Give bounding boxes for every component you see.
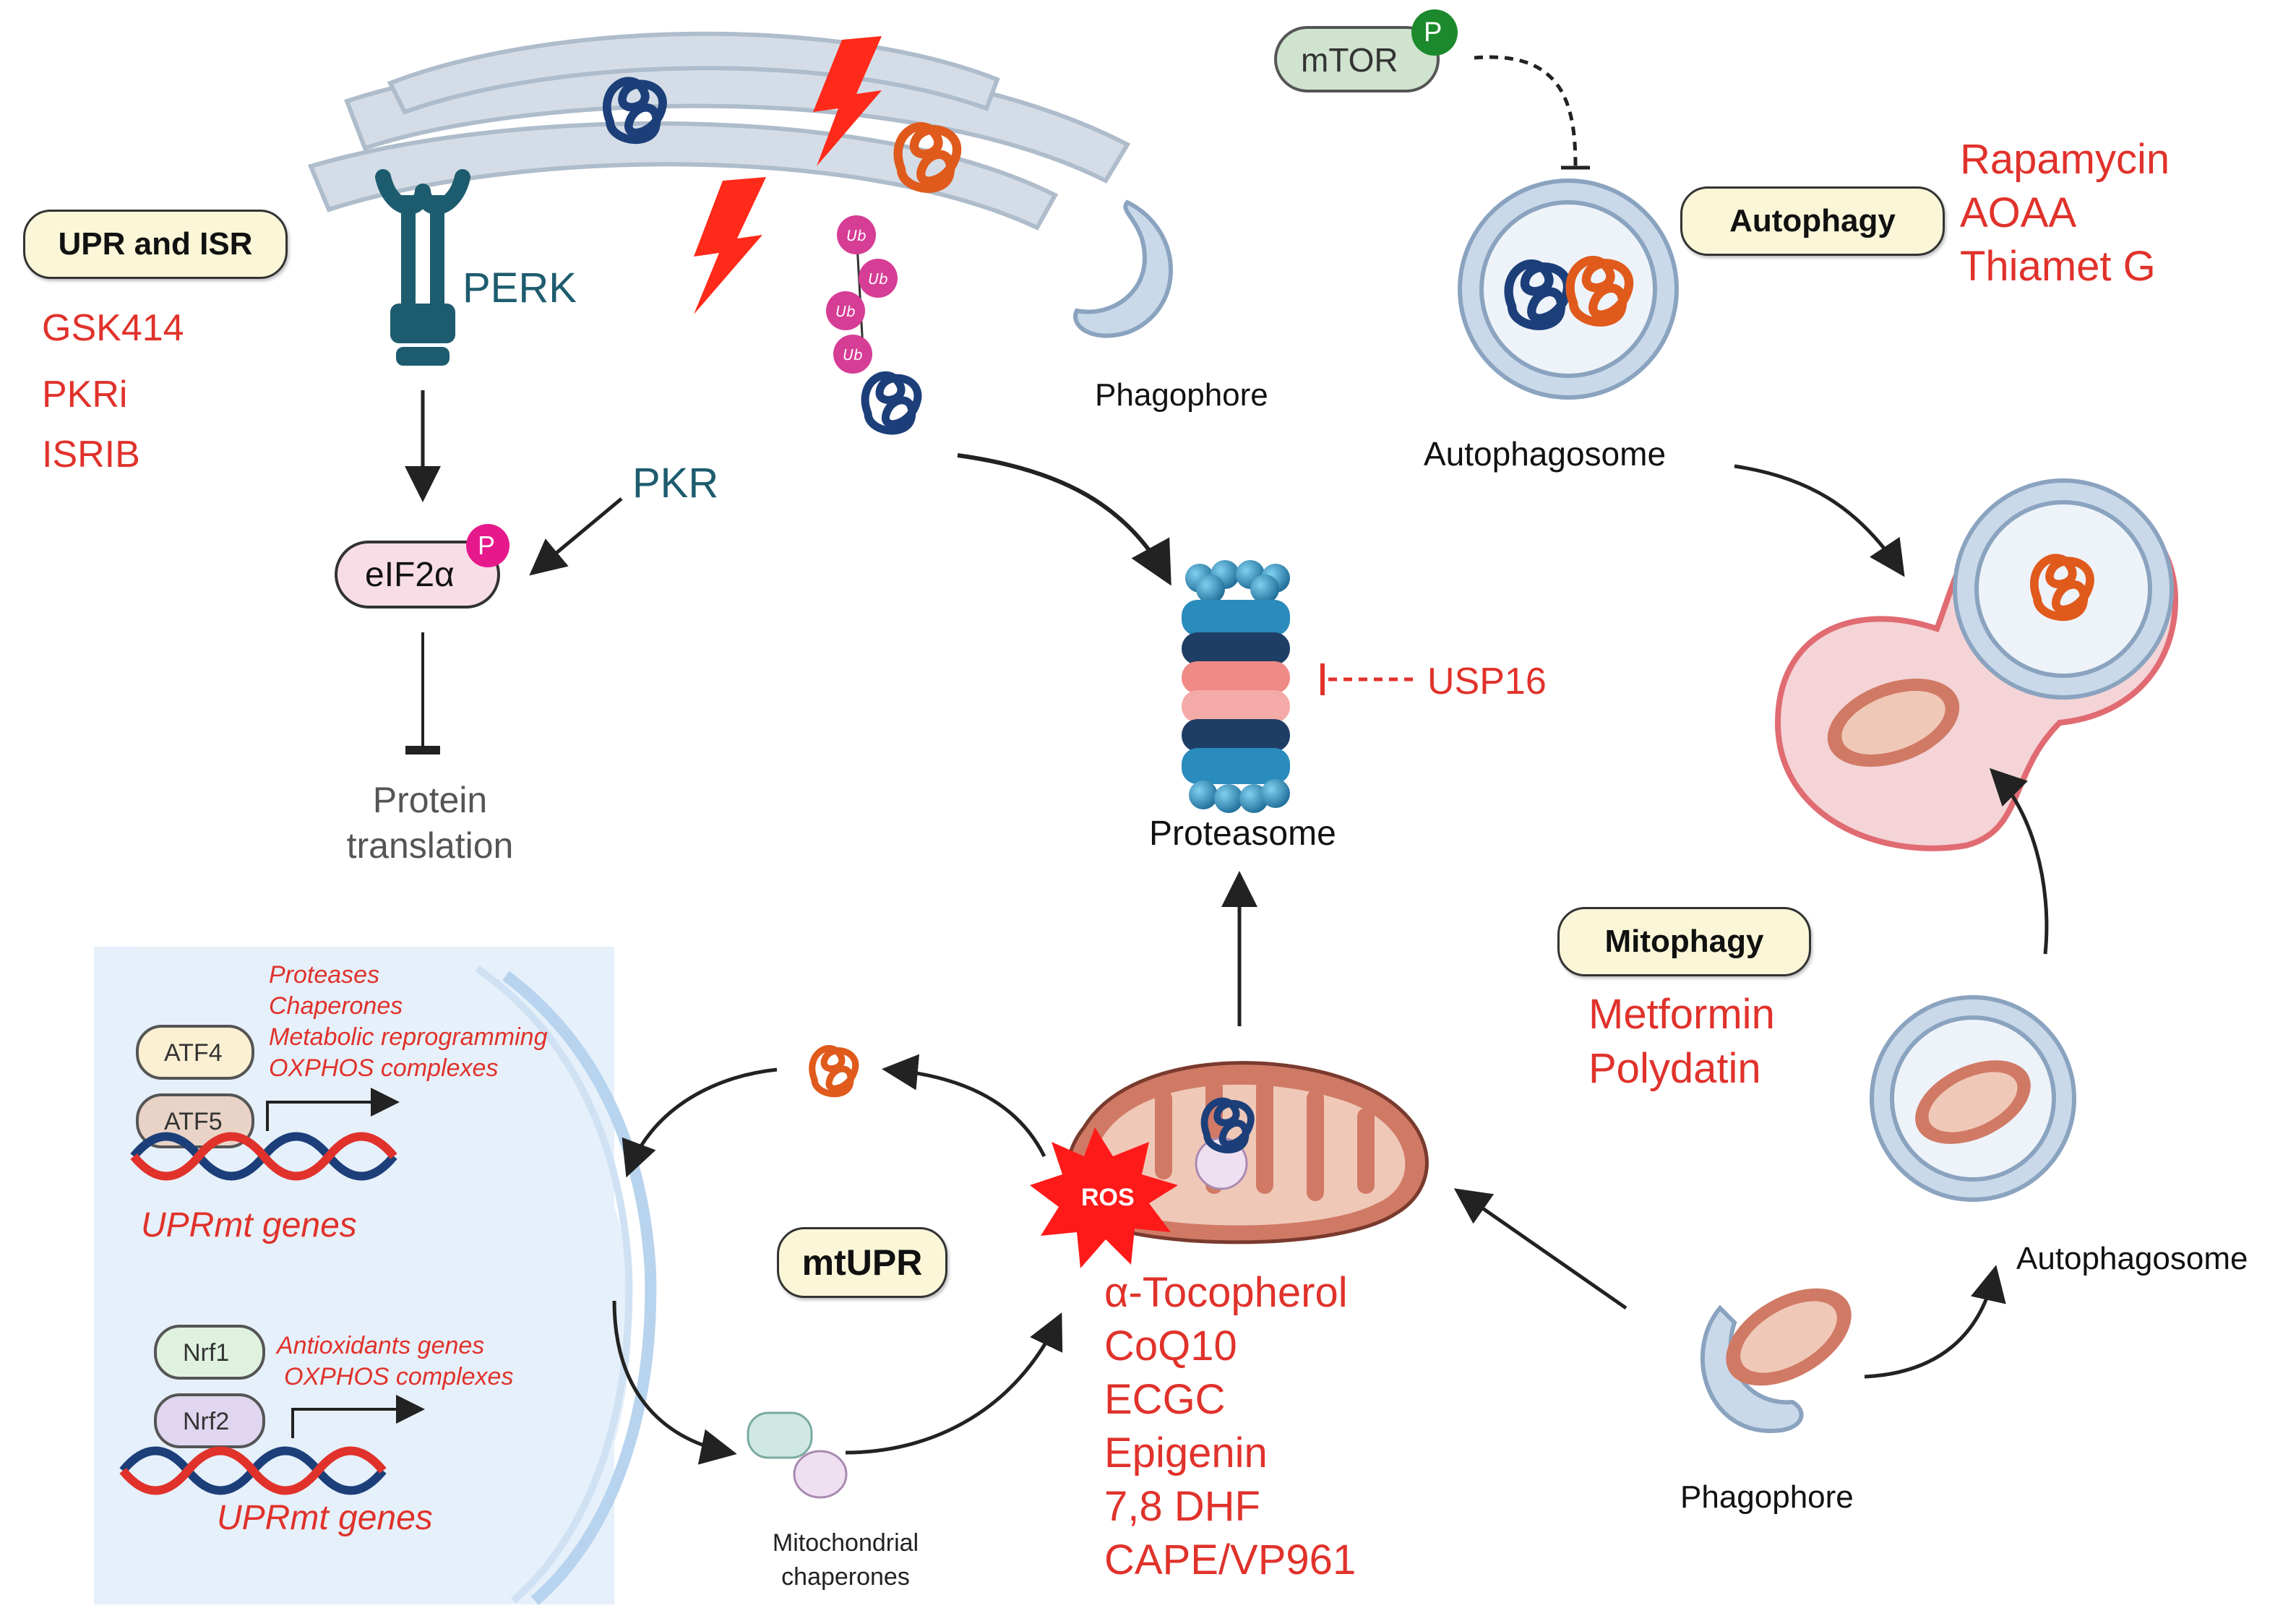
drug-aoaa: AOAA — [1960, 189, 2077, 236]
transcription-arrow — [291, 1395, 425, 1438]
arrow-protein-to-nucleus — [622, 1067, 778, 1178]
transcription-arrow — [266, 1088, 400, 1131]
arrow-phagophore-autophagosome — [1864, 1265, 2006, 1379]
nrf1-box — [154, 1325, 265, 1380]
arrow-pkr-eif2a — [529, 497, 623, 576]
svg-text:Ub: Ub — [846, 227, 866, 244]
proteasome-label: Proteasome — [1149, 814, 1336, 853]
misfolded-protein-icon — [865, 375, 918, 431]
drug-coq10: CoQ10 — [1104, 1323, 1237, 1370]
phagophore-icon — [1073, 199, 1173, 338]
autophagy-label: Autophagy — [1680, 186, 1945, 256]
atf5-label: ATF5 — [164, 1108, 223, 1135]
uprmt-genes-label-2: UPRmt genes — [217, 1499, 433, 1537]
drug-epigenin: Epigenin — [1104, 1429, 1268, 1476]
drug-rapamycin: Rapamycin — [1960, 136, 2170, 183]
usp16-label: USP16 — [1427, 661, 1547, 702]
perk-receptor-icon — [375, 169, 470, 366]
protein-translation-label-2: translation — [346, 825, 514, 866]
mitophagy-label: Mitophagy — [1557, 907, 1811, 976]
drug-78dhf: 7,8 DHF — [1104, 1483, 1260, 1530]
upr-isr-label: UPR and ISR — [23, 210, 288, 279]
phagophore-top-label: Phagophore — [1095, 377, 1268, 413]
autophagosome-top-label: Autophagosome — [1424, 435, 1667, 473]
svg-text:Ub: Ub — [868, 270, 887, 288]
arrow-chaperones-to-mito — [845, 1312, 1063, 1455]
autophagosome-icon — [1458, 179, 1679, 400]
drug-thiamet-g: Thiamet G — [1960, 243, 2156, 290]
proteasome-icon — [1182, 560, 1290, 813]
drug-metformin: Metformin — [1588, 991, 1775, 1038]
drug-isrib: ISRIB — [42, 434, 140, 476]
atf-target-oxphos: OXPHOS complexes — [269, 1054, 499, 1082]
atf-target-metabolic: Metabolic reprogramming — [269, 1023, 548, 1051]
ubiquitin-chain-icon: Ub Ub Ub Ub — [826, 215, 898, 374]
chaperone-icon — [747, 1411, 813, 1459]
mtupr-label: mtUPR — [777, 1227, 947, 1298]
mito-chaperones-label-1: Mitochondrial — [772, 1529, 919, 1557]
mtor-label: mTOR — [1301, 41, 1398, 79]
nrf2-box — [154, 1393, 265, 1448]
svg-text:Ub: Ub — [835, 303, 855, 320]
phagophore-icon — [1700, 1288, 1852, 1434]
pkr-label: PKR — [632, 460, 719, 507]
drug-cape: CAPE/VP961 — [1104, 1536, 1356, 1583]
arrow-nucleus-to-chaperones — [612, 1300, 737, 1465]
autophagosome-right-label: Autophagosome — [2016, 1241, 2248, 1276]
chaperone-icon — [793, 1450, 848, 1499]
misfolded-protein-icon — [812, 1049, 856, 1094]
ros-label: ROS — [1081, 1184, 1135, 1211]
nrf-target-antioxidants: Antioxidants genes — [277, 1332, 485, 1359]
atf-target-chaperones: Chaperones — [269, 992, 403, 1020]
perk-label: PERK — [463, 265, 577, 311]
atf4-box — [136, 1025, 254, 1080]
lightning-icon — [813, 36, 882, 166]
drug-pkri: PKRi — [42, 374, 128, 416]
nrf1-label: Nrf1 — [183, 1339, 230, 1367]
arrow-to-proteasome — [957, 453, 1171, 586]
ros-burst-icon — [1030, 1127, 1178, 1268]
nrf2-label: Nrf2 — [183, 1408, 230, 1435]
autolysosome-icon — [1774, 478, 2179, 851]
atf-target-proteases: Proteases — [269, 961, 380, 989]
dna-helix-icon — [119, 1446, 387, 1495]
autophagosome-icon — [1870, 995, 2076, 1202]
drug-ecgc: ECGC — [1104, 1376, 1226, 1423]
phospho-badge — [1411, 9, 1458, 56]
protein-translation-label-1: Protein — [372, 780, 488, 820]
arrow-to-autolysosome — [1734, 464, 1905, 577]
mito-chaperones-label-2: chaperones — [781, 1563, 910, 1591]
arrow-phagophore-mito — [1453, 1188, 1628, 1310]
uprmt-genes-label-1: UPRmt genes — [141, 1206, 357, 1244]
atf4-label: ATF4 — [164, 1039, 223, 1067]
phagophore-bottom-label: Phagophore — [1680, 1479, 1854, 1515]
dna-helix-icon — [130, 1132, 397, 1181]
eif2a-pill — [335, 541, 500, 609]
arrow-mito-to-protein — [882, 1054, 1046, 1158]
mtor-pill — [1274, 26, 1440, 93]
arrow-autophagosome-up — [1989, 767, 2049, 955]
lightning-icon — [694, 177, 766, 314]
nrf-target-oxphos: OXPHOS complexes — [284, 1363, 514, 1390]
drug-polydatin: Polydatin — [1588, 1045, 1761, 1092]
mtor-phospho-label: P — [1424, 17, 1442, 48]
svg-text:Ub: Ub — [843, 346, 862, 364]
eif2a-phospho-label: P — [478, 530, 496, 560]
mtor-inhibit — [1474, 55, 1578, 167]
eif2a-label: eIF2α — [365, 556, 455, 594]
drug-gsk414: GSK414 — [42, 307, 184, 349]
phospho-badge — [466, 524, 509, 567]
drug-tocopherol: α-Tocopherol — [1104, 1269, 1348, 1316]
